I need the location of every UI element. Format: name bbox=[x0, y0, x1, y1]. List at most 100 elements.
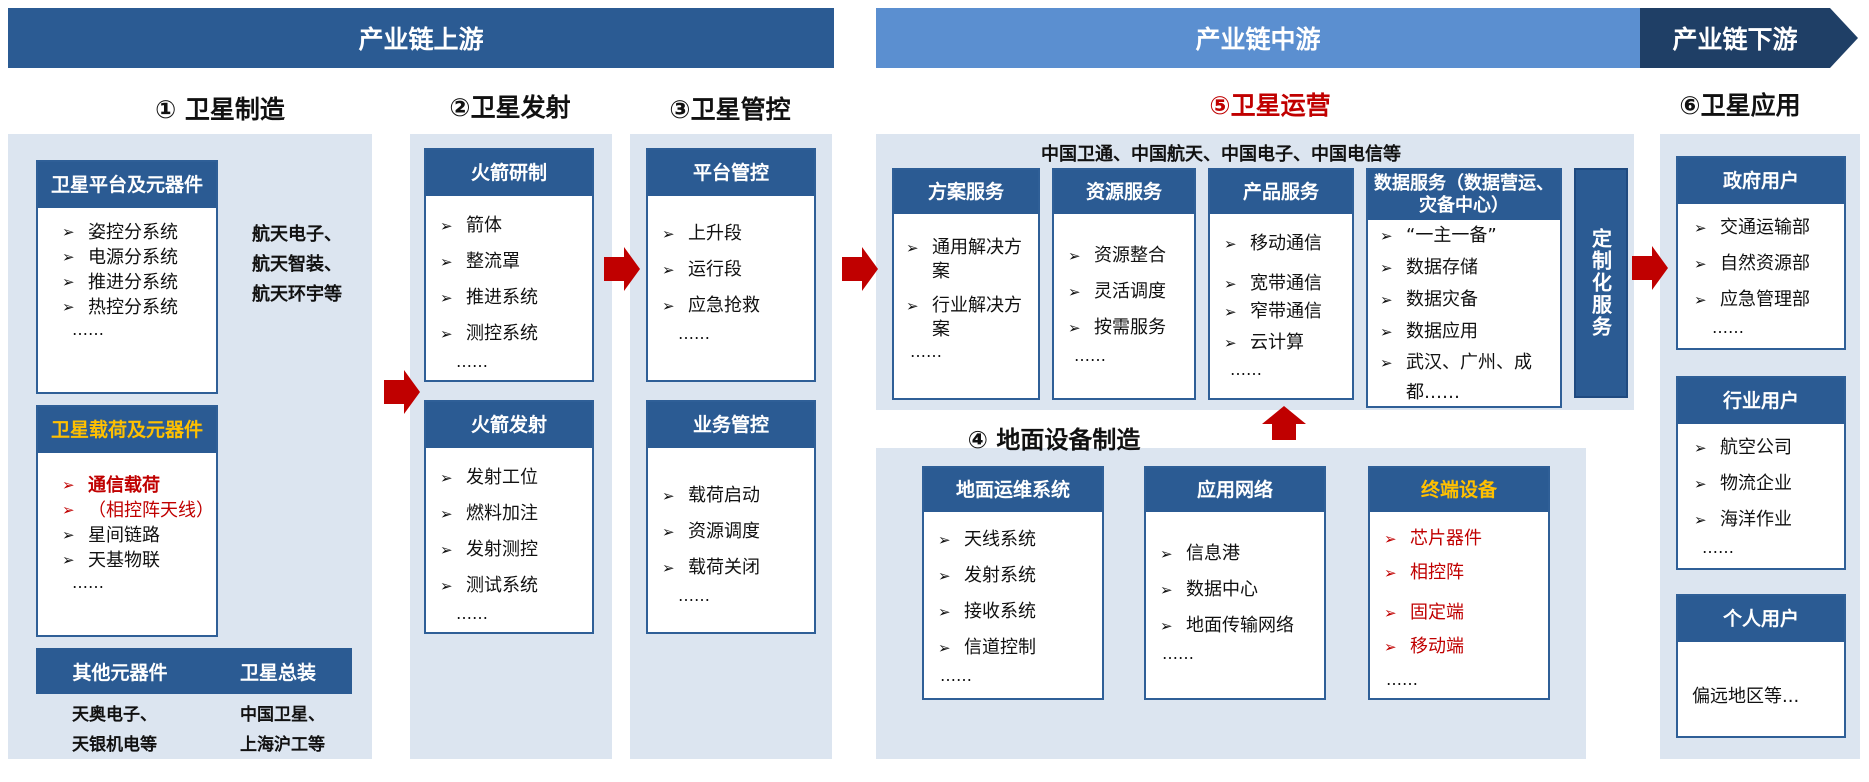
terminal-title: 终端设备 bbox=[1420, 479, 1497, 501]
list-item: 接收系统 bbox=[938, 594, 1102, 630]
stage-title-application: ⑥卫星应用 bbox=[1679, 91, 1801, 120]
list-item: 测控系统 bbox=[440, 316, 592, 352]
list-item: 资源调度 bbox=[662, 514, 814, 550]
band-downstream-tip bbox=[1830, 8, 1858, 68]
list-item: 信道控制 bbox=[938, 630, 1102, 666]
custom-service-bar: 定制化服务 bbox=[1574, 168, 1628, 398]
list-item: 数据应用 bbox=[1380, 316, 1560, 348]
list-item: 应急管理部 bbox=[1694, 282, 1844, 318]
box-satellite-payload: 卫星载荷及元器件 通信载荷 （相控阵天线） 星间链路 天基物联 …… bbox=[36, 405, 218, 637]
box-title: 应用网络 bbox=[1146, 468, 1324, 512]
box-title: 业务管控 bbox=[648, 402, 814, 448]
stage-title-launch: ②卫星发射 bbox=[449, 93, 571, 122]
arrow-right-icon bbox=[384, 370, 420, 414]
list-item: 自然资源部 bbox=[1694, 246, 1844, 282]
list-item: 信息港 bbox=[1160, 536, 1324, 572]
list-item: 载荷启动 bbox=[662, 478, 814, 514]
more-ellipsis: …… bbox=[1162, 644, 1194, 663]
list-item: 整流罩 bbox=[440, 244, 592, 280]
list-item: 移动端 bbox=[1384, 630, 1548, 664]
personal-users-text: 偏远地区等... bbox=[1692, 686, 1800, 707]
more-ellipsis: …… bbox=[72, 320, 104, 339]
box-title: 地面运维系统 bbox=[924, 468, 1102, 512]
box-title: 卫星平台及元器件 bbox=[38, 162, 216, 208]
box-title: 个人用户 bbox=[1678, 596, 1844, 642]
arrow-right-icon bbox=[842, 247, 878, 291]
list-item: 数据灾备 bbox=[1380, 284, 1560, 316]
list-item: 芯片器件 bbox=[1384, 522, 1548, 556]
more-ellipsis: …… bbox=[910, 342, 942, 361]
box-scheme-service: 方案服务 通用解决方案 行业解决方案 …… bbox=[892, 168, 1040, 400]
box-personal-users: 个人用户 偏远地区等... bbox=[1676, 594, 1846, 738]
more-ellipsis: …… bbox=[1230, 360, 1262, 379]
band-upstream: 产业链上游 bbox=[8, 8, 834, 68]
list-item: 固定端 bbox=[1384, 596, 1548, 630]
list-item: 热控分系统 bbox=[62, 295, 216, 320]
box-title: 资源服务 bbox=[1054, 170, 1194, 214]
box-product-service: 产品服务 移动通信 宽带通信 窄带通信 云计算 …… bbox=[1208, 168, 1354, 400]
list-item: 宽带通信 bbox=[1224, 270, 1352, 298]
list-item: 通信载荷 bbox=[62, 473, 216, 498]
more-ellipsis: …… bbox=[678, 586, 710, 605]
list-item: 通用解决方案 bbox=[906, 236, 1038, 284]
list-item: 箭体 bbox=[440, 208, 592, 244]
list-item: 姿控分系统 bbox=[62, 220, 216, 245]
other-companies: 天奥电子、 天银机电等 bbox=[72, 700, 157, 760]
more-ellipsis: …… bbox=[1386, 670, 1418, 689]
more-ellipsis: …… bbox=[940, 666, 972, 685]
box-title: 火箭发射 bbox=[426, 402, 592, 448]
box-title: 数据服务（数据营运、灾备中心） bbox=[1368, 170, 1560, 220]
list-item: 发射系统 bbox=[938, 558, 1102, 594]
box-title: 政府用户 bbox=[1678, 158, 1844, 204]
custom-service-label: 定制化服务 bbox=[1588, 228, 1613, 338]
list-item: 窄带通信 bbox=[1224, 298, 1352, 326]
box-satellite-platform: 卫星平台及元器件 姿控分系统 电源分系统 推进分系统 热控分系统 …… bbox=[36, 160, 218, 394]
list-item: “一主一备” bbox=[1380, 220, 1560, 252]
company-line: 中国卫星、 bbox=[240, 705, 325, 725]
stage-title-operation: ⑤卫星运营 bbox=[1209, 91, 1331, 120]
box-title: 火箭研制 bbox=[426, 150, 592, 196]
list-item: 移动通信 bbox=[1224, 226, 1352, 262]
list-item: 资源整合 bbox=[1068, 238, 1194, 274]
list-item: （相控阵天线） bbox=[62, 498, 216, 523]
list-item: 云计算 bbox=[1224, 326, 1352, 360]
more-ellipsis: …… bbox=[1702, 538, 1734, 557]
list-item: 推进分系统 bbox=[62, 270, 216, 295]
operation-companies: 中国卫通、中国航天、中国电子、中国电信等 bbox=[1041, 144, 1401, 165]
more-ellipsis: …… bbox=[456, 352, 488, 371]
box-business-control: 业务管控 载荷启动 资源调度 载荷关闭 …… bbox=[646, 400, 816, 634]
arrow-up-icon bbox=[1262, 406, 1306, 440]
list-item: 灵活调度 bbox=[1068, 274, 1194, 310]
list-item: 地面传输网络 bbox=[1160, 608, 1324, 644]
box-industry-users: 行业用户 航空公司 物流企业 海洋作业 …… bbox=[1676, 376, 1846, 570]
list-item: 武汉、广州、成都…… bbox=[1380, 348, 1560, 408]
box-resource-service: 资源服务 资源整合 灵活调度 按需服务 …… bbox=[1052, 168, 1196, 400]
more-ellipsis: …… bbox=[456, 604, 488, 623]
assembly-companies: 中国卫星、 上海沪工等 bbox=[240, 700, 325, 760]
list-item: 按需服务 bbox=[1068, 310, 1194, 346]
band-midstream: 产业链中游 bbox=[876, 8, 1640, 68]
box-title: 产品服务 bbox=[1210, 170, 1352, 214]
list-item: 运行段 bbox=[662, 252, 814, 288]
more-ellipsis: …… bbox=[678, 324, 710, 343]
more-ellipsis: …… bbox=[1074, 346, 1106, 365]
list-item: 航空公司 bbox=[1694, 430, 1844, 466]
assembly-title: 卫星总装 bbox=[239, 661, 316, 684]
box-app-network: 应用网络 信息港 数据中心 地面传输网络 …… bbox=[1144, 466, 1326, 700]
list-item: 物流企业 bbox=[1694, 466, 1844, 502]
box-title: 终端设备 bbox=[1370, 468, 1548, 512]
list-item: 上升段 bbox=[662, 216, 814, 252]
list-item: 数据存储 bbox=[1380, 252, 1560, 284]
company-line: 天奥电子、 bbox=[72, 705, 157, 725]
company-line: 航天智装、 bbox=[252, 254, 342, 275]
list-item: 相控阵 bbox=[1384, 556, 1548, 590]
box-ground-ops: 地面运维系统 天线系统 发射系统 接收系统 信道控制 …… bbox=[922, 466, 1104, 700]
list-item: 应急抢救 bbox=[662, 288, 814, 324]
list-item: 行业解决方案 bbox=[906, 294, 1038, 342]
list-item: 天线系统 bbox=[938, 522, 1102, 558]
list-item: 电源分系统 bbox=[62, 245, 216, 270]
platform-companies: 航天电子、 航天智装、 航天环宇等 bbox=[252, 220, 342, 310]
other-components-title: 其他元器件 bbox=[72, 661, 168, 684]
list-item: 发射工位 bbox=[440, 460, 592, 496]
